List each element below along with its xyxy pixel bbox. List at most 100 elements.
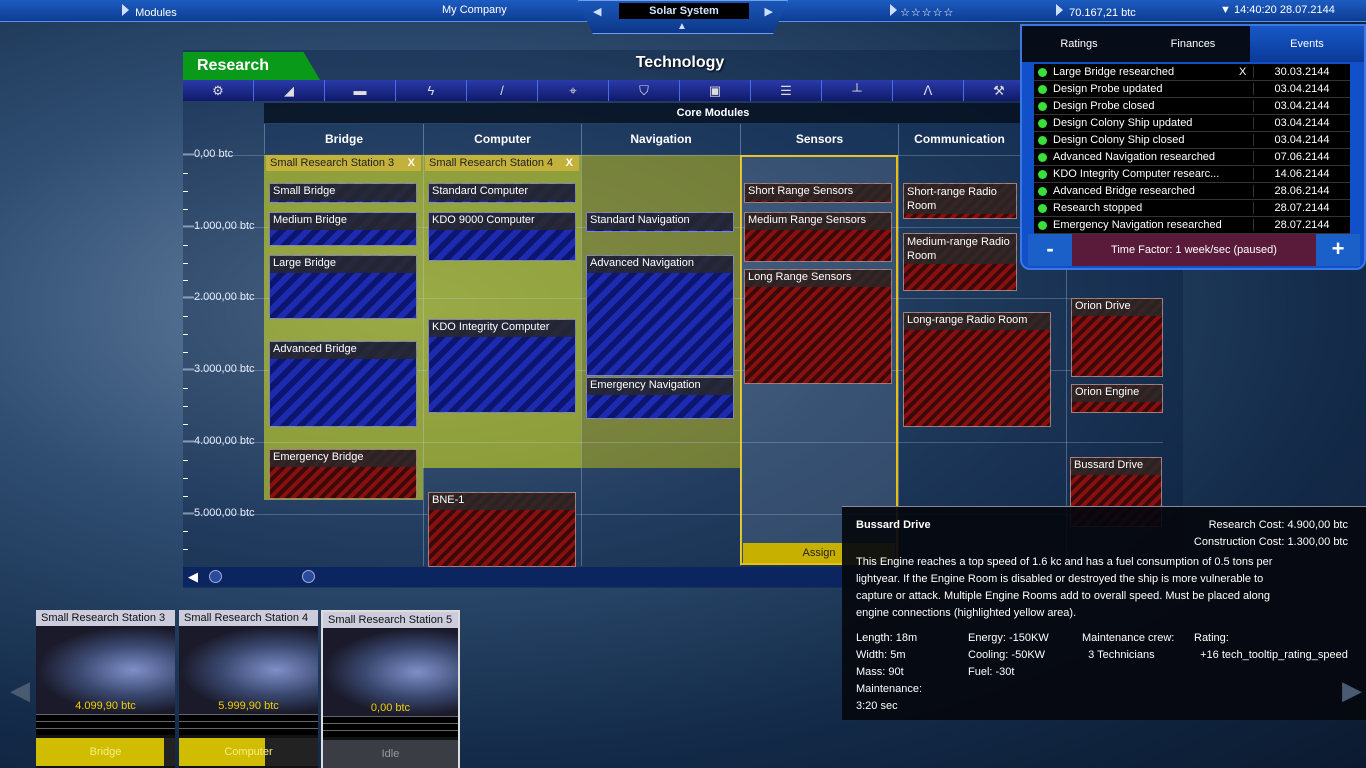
target-icon[interactable]: ⌖ [538,80,609,101]
tab-finances[interactable]: Finances [1170,38,1216,50]
scroll-handle-end[interactable] [302,570,315,583]
station-assignment-header: Small Research Station 4 X [425,155,579,171]
event-date: 07.06.2144 [1253,151,1350,163]
tool-icon[interactable]: / [467,80,538,101]
event-row[interactable]: Advanced Bridge researched 28.06.2144 [1034,183,1350,200]
scroll-handle-start[interactable] [209,570,222,583]
module-card[interactable]: Standard Computer [428,183,576,203]
tab-events[interactable]: Events [1250,26,1364,62]
chevron-left-icon[interactable]: ◀ [593,6,602,18]
shield-icon[interactable]: ⛉ [609,80,680,101]
module-card[interactable]: BNE-1 [428,492,576,567]
column-header-communication: Communication [898,124,1020,154]
module-card[interactable]: Orion Engine [1071,384,1163,413]
module-name: Standard Navigation [587,213,733,230]
chevron-right-icon[interactable]: ▶ [764,6,773,18]
stat-line: Fuel: -30t [968,666,1015,678]
close-icon[interactable]: X [407,157,415,169]
module-card[interactable]: Emergency Bridge [269,449,417,499]
solar-system-tab[interactable]: ◀ Solar System ▶ ▲ [578,0,788,34]
event-text: Advanced Bridge researched [1053,185,1195,197]
y-axis-label: —3.000,00 btc [183,363,255,376]
events-panel: Ratings Finances Events Large Bridge resea… [1020,24,1366,270]
module-name: KDO 9000 Computer [429,213,575,230]
company-menu[interactable]: My Company [442,4,507,16]
module-card[interactable]: Long Range Sensors [744,269,892,384]
minor-tick [183,459,188,461]
engine-icon[interactable]: ᐱ [893,80,964,101]
hull-icon[interactable]: ◢ [254,80,325,101]
stations-next-icon[interactable]: ▶ [1342,675,1362,705]
minor-tick [183,423,188,425]
module-card[interactable]: KDO Integrity Computer [428,319,576,413]
station-cost: 4.099,90 btc [75,700,136,712]
tooltip-title: Bussard Drive [856,519,931,531]
faster-button[interactable]: + [1316,234,1360,266]
slower-button[interactable]: - [1028,234,1072,266]
module-card[interactable]: Medium Bridge [269,212,417,246]
modules-menu[interactable]: Modules [122,4,177,19]
module-card[interactable]: Large Bridge [269,255,417,319]
minor-tick [183,531,188,533]
network-icon[interactable]: ┴ [822,80,893,101]
scroll-left-icon[interactable]: ◀ [188,569,198,584]
event-row[interactable]: KDO Integrity Computer researc...14.06.2… [1034,166,1350,183]
module-card[interactable]: Medium Range Sensors [744,212,892,262]
y-tick-label: 4.000,00 btc [194,434,255,447]
horizontal-scrollbar[interactable]: ◀ [183,567,843,587]
time-factor-label: Time Factor: 1 week/sec (paused) [1072,234,1316,266]
column-header-bridge: Bridge [264,124,423,154]
module-card[interactable]: Advanced Bridge [269,341,417,427]
chevron-up-icon[interactable]: ▲ [677,21,687,32]
research-progress[interactable]: Computer [179,738,318,766]
dismiss-icon[interactable]: X [1239,66,1247,78]
stations-prev-icon[interactable]: ◀ [10,675,30,705]
module-card[interactable]: Emergency Navigation [586,377,734,419]
research-tab[interactable]: Research [183,52,320,80]
cargo-icon[interactable]: ▣ [680,80,751,101]
module-name: Long Range Sensors [745,270,891,287]
module-card[interactable]: Orion Drive [1071,298,1163,377]
research-progress[interactable]: Bridge [36,738,175,766]
station-name: Small Research Station 3 [36,610,175,626]
module-card[interactable]: Short-range Radio Room [903,183,1017,219]
datetime-display[interactable]: ▼ 14:40:20 28.07.2144 [1220,4,1335,16]
module-card[interactable]: Long-range Radio Room [903,312,1051,427]
station-cost: 5.999,90 btc [218,700,279,712]
storage-icon[interactable]: ☰ [751,80,822,101]
station-image: 4.099,90 btc [36,626,175,714]
module-card[interactable]: Advanced Navigation [586,255,734,376]
task-label: Idle [381,748,400,760]
module-card[interactable]: Medium-range Radio Room [903,233,1017,291]
cannon-icon[interactable]: ▬ [325,80,396,101]
event-date: 28.07.2144 [1253,219,1350,231]
event-text: KDO Integrity Computer researc... [1053,168,1220,180]
tab-ratings[interactable]: Ratings [1060,38,1098,50]
gear-icon[interactable]: ⚙ [183,80,254,101]
station-name: Small Research Station 4 [429,157,554,169]
event-text: Design Colony Ship closed [1053,134,1185,146]
research-progress[interactable]: Idle [323,740,458,768]
close-icon[interactable]: X [565,157,573,169]
energy-icon[interactable]: ϟ [396,80,467,101]
module-card[interactable]: Standard Navigation [586,212,734,232]
rating-stars[interactable]: ☆☆☆☆☆ [890,4,954,19]
event-date: 28.06.2144 [1253,185,1350,197]
module-card[interactable]: Short Range Sensors [744,183,892,203]
module-card[interactable]: Small Bridge [269,183,417,203]
module-card[interactable]: KDO 9000 Computer [428,212,576,261]
queue-slot [179,714,318,721]
